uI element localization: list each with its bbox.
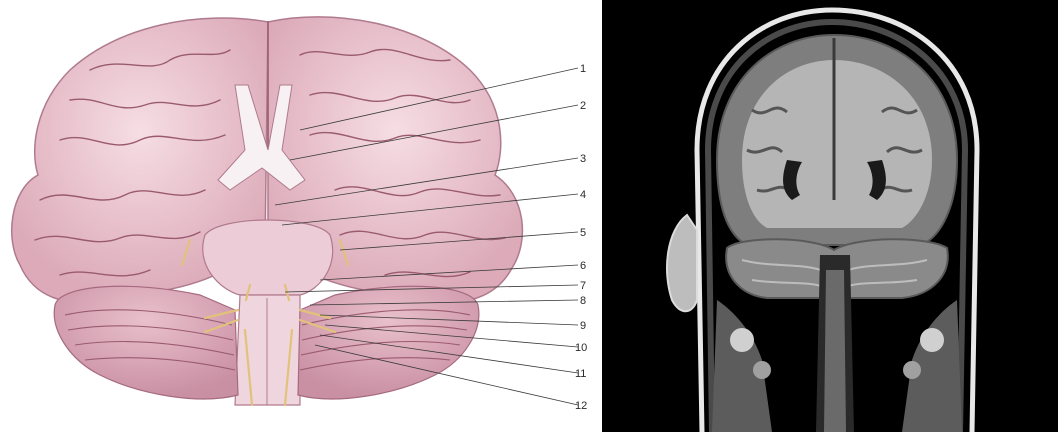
callout-8: 8 <box>580 295 586 307</box>
callout-6: 6 <box>580 260 586 272</box>
callout-7: 7 <box>580 280 586 292</box>
callout-3: 3 <box>580 153 586 165</box>
callout-5: 5 <box>580 227 586 239</box>
callout-labels: 1 2 3 4 5 6 7 8 9 10 11 12 <box>575 63 587 412</box>
callout-4: 4 <box>580 189 586 201</box>
mri-image <box>602 0 1058 432</box>
callout-12: 12 <box>575 400 587 412</box>
callout-10: 10 <box>575 342 587 354</box>
mri-panel <box>602 0 1058 432</box>
callout-9: 9 <box>580 320 586 332</box>
callout-11: 11 <box>575 368 586 380</box>
callout-1: 1 <box>580 63 586 75</box>
callout-2: 2 <box>580 100 586 112</box>
brain-illustration-panel: 1 2 3 4 5 6 7 8 9 10 11 12 <box>0 0 602 432</box>
brain-illustration: 1 2 3 4 5 6 7 8 9 10 11 12 <box>0 0 602 432</box>
